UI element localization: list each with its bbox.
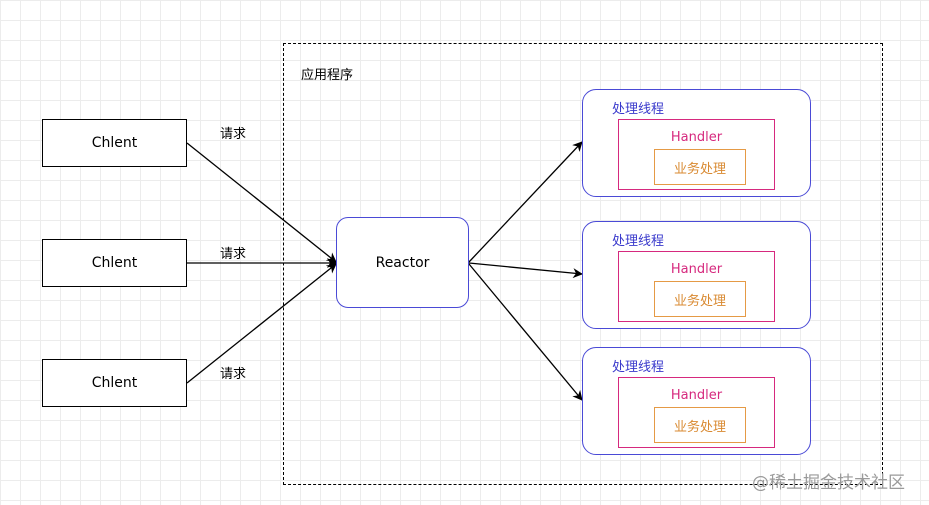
request-label: 请求 [220,247,247,262]
request-label: 请求 [220,367,247,382]
arrow-client-1-to-reactor [186,142,337,263]
processing-thread-box [582,221,811,329]
request-label: 请求 [220,127,247,142]
reactor-box: Reactor [336,217,469,308]
handler-box [618,377,775,448]
client-box: Chlent [42,239,187,287]
watermark-text: @稀土掘金技术社区 [752,473,905,493]
handler-label: Handler [670,387,723,403]
application-container [283,43,883,485]
handler-box [618,251,775,322]
processing-thread-box [582,347,811,455]
handler-label: Handler [670,261,723,277]
business-task-box: 业务处理 [654,407,746,443]
business-task-box: 业务处理 [654,149,746,185]
business-task-box: 业务处理 [654,281,746,317]
processing-thread-box [582,89,811,197]
handler-label: Handler [670,129,723,145]
arrow-reactor-to-thread-1 [468,141,583,263]
arrow-client-3-to-reactor [186,263,337,384]
client-box: Chlent [42,119,187,167]
processing-thread-label: 处理线程 [612,234,665,249]
arrow-reactor-to-thread-3 [468,263,583,401]
processing-thread-label: 处理线程 [612,102,665,117]
arrow-reactor-to-thread-2 [468,262,583,279]
handler-box [618,119,775,190]
processing-thread-label: 处理线程 [612,360,665,375]
application-label: 应用程序 [301,68,354,83]
client-box: Chlent [42,359,187,407]
